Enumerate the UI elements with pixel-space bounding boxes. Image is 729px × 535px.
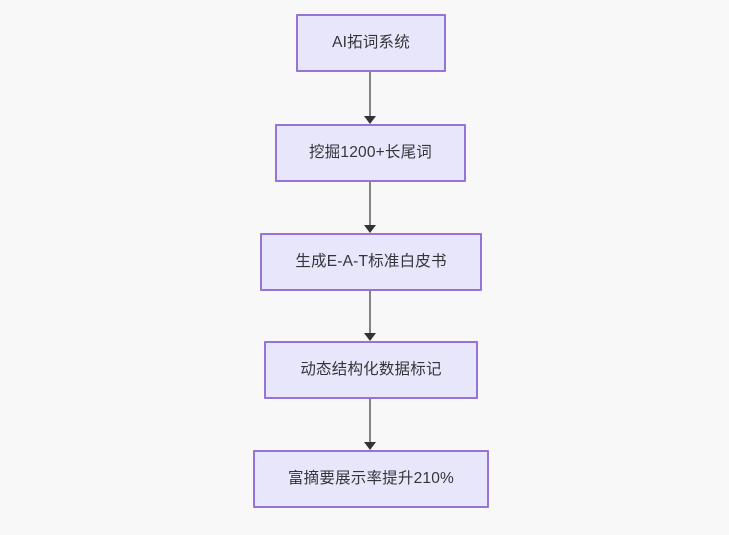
arrow-down-icon [364,116,376,124]
flow-edge-connector [369,72,371,117]
flow-node-label: 动态结构化数据标记 [300,361,442,379]
flow-node-label: 富摘要展示率提升210% [287,470,455,488]
flow-node-label: 生成E-A-T标准白皮书 [295,253,447,271]
flow-node-dynamic-structured-data-markup[interactable]: 动态结构化数据标记 [264,341,478,399]
flow-node-label: AI拓词系统 [332,34,410,52]
flow-node-rich-snippet-impression-lift[interactable]: 富摘要展示率提升210% [253,450,489,508]
arrow-down-icon [364,442,376,450]
flow-edge-connector [369,291,371,334]
arrow-down-icon [364,333,376,341]
flow-node-generate-eat-whitepaper[interactable]: 生成E-A-T标准白皮书 [260,233,482,291]
flow-edge-connector [369,182,371,226]
arrow-down-icon [364,225,376,233]
flow-node-ai-keyword-system[interactable]: AI拓词系统 [296,14,446,72]
flow-node-mine-longtail-keywords[interactable]: 挖掘1200+长尾词 [275,124,466,182]
flow-edge-connector [369,399,371,443]
flow-node-label: 挖掘1200+长尾词 [308,144,433,162]
